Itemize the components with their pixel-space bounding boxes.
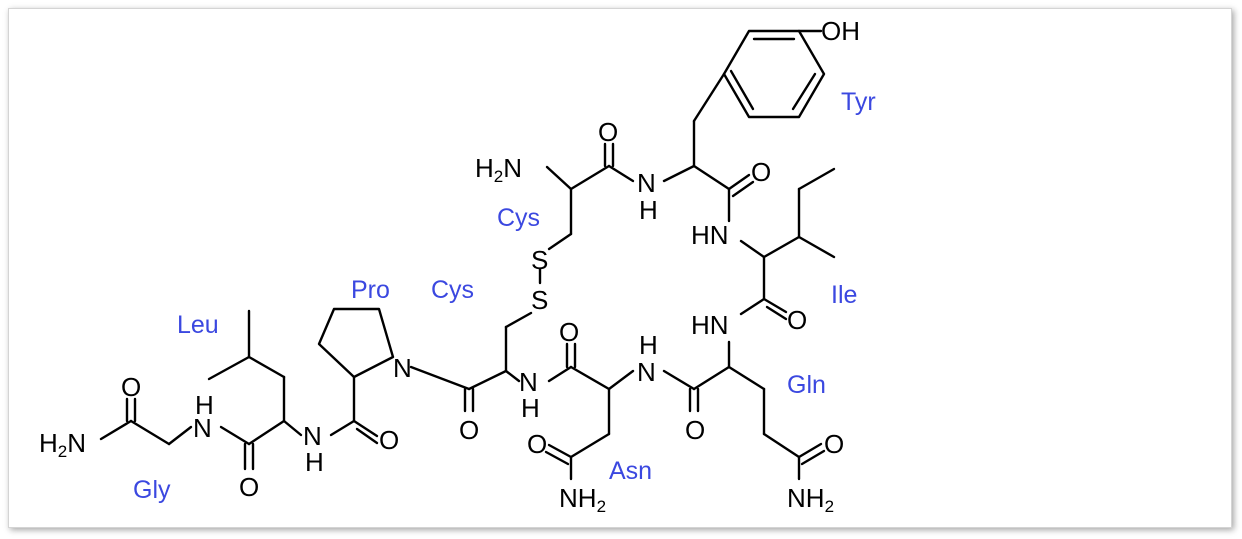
- atom-o-gln-bb: O: [685, 415, 705, 445]
- gly-co-n: [99, 419, 133, 441]
- gln-cd-o-2: [800, 449, 826, 466]
- ile-ca-cb: [762, 235, 801, 259]
- nh-leu-ca: [282, 419, 303, 437]
- atom-nh2-gln: NH2: [787, 483, 834, 516]
- nh-cys6-ca: [504, 369, 521, 383]
- atom-labels: OH H2N O N H O HN S S HN O O H N O H N N…: [39, 16, 860, 516]
- ca-cys1-co: [569, 164, 611, 191]
- nh-tyr-ca: [662, 164, 696, 183]
- atom-n-cys6-nh: N: [519, 367, 538, 397]
- residue-gly: Gly: [133, 476, 171, 504]
- ile-cg1-cd: [797, 167, 836, 191]
- atom-hn-ile: HN: [691, 220, 729, 250]
- atom-h-leu-nh: H: [305, 447, 324, 477]
- tyr-ring: [722, 29, 826, 119]
- atom-n-leu-nh: N: [303, 421, 322, 451]
- atom-h2n-gly: H2N: [39, 428, 86, 461]
- atom-o-gln-side: O: [824, 429, 844, 459]
- h2n-ca-cys1: [545, 165, 573, 191]
- leu-cg-cd2: [207, 355, 251, 381]
- ile-co-o: [762, 297, 788, 314]
- co-cys1-nh: [607, 164, 635, 183]
- leu-cb-cg: [247, 355, 286, 379]
- atom-o-leu: O: [239, 472, 259, 502]
- leu-ca-co: [247, 419, 286, 446]
- hn-ile-ca: [739, 239, 766, 259]
- diagram-frame: OH H2N O N H O HN S S HN O O H N O H N N…: [8, 8, 1232, 528]
- ile-co-hn: [739, 297, 766, 316]
- residue-pro: Pro: [351, 276, 390, 304]
- residue-cys1: Cys: [497, 204, 540, 232]
- asn-co-nh: [547, 365, 573, 383]
- pro-co-o-2: [355, 427, 379, 445]
- bonds: [99, 29, 836, 481]
- residue-asn: Asn: [609, 457, 652, 485]
- atom-o-asn-side: O: [559, 317, 579, 347]
- gln-co-nh: [662, 369, 696, 391]
- atom-o-gly: O: [121, 372, 141, 402]
- atom-n-asn-nh: N: [637, 357, 656, 387]
- co-tyr-o-2: [731, 180, 755, 198]
- gln-ca-co: [692, 365, 731, 391]
- atom-s2: S: [531, 285, 548, 315]
- ca-tyr-co: [692, 164, 731, 191]
- atom-o-pro: O: [379, 425, 399, 455]
- gln-cd-o: [797, 442, 823, 459]
- pro-co-nh: [329, 419, 356, 437]
- atom-h-asn-nh: H: [639, 330, 658, 360]
- atom-o-tyr: O: [751, 157, 771, 187]
- asn-ca-co: [569, 365, 611, 391]
- tyr-ring-double-3: [729, 69, 755, 111]
- atom-h-tyr: H: [639, 195, 658, 225]
- residue-tyr: Tyr: [841, 88, 876, 116]
- atom-o-cys1: O: [598, 117, 618, 147]
- nh-gly-ca: [167, 425, 193, 446]
- co-tyr-o: [727, 173, 751, 191]
- atom-h2n-top: H2N: [475, 153, 522, 186]
- pro-co-o: [352, 419, 379, 438]
- nh-asn-ca: [607, 369, 635, 391]
- pro-ring: [317, 307, 395, 379]
- atom-s1: S: [531, 245, 548, 275]
- tyr-ring-double-2: [791, 72, 817, 111]
- cys1-cb-s: [547, 232, 573, 251]
- atom-n-tyr: N: [637, 168, 656, 198]
- residue-cys6: Cys: [431, 276, 474, 304]
- asn-cg-o: [547, 443, 573, 459]
- atom-o-asn-bb: O: [527, 429, 547, 459]
- atom-o-cys6: O: [459, 415, 479, 445]
- atom-o-ile: O: [787, 305, 807, 335]
- cys6-co-npro: [409, 365, 471, 391]
- leu-co-nh: [219, 425, 251, 446]
- ile-co-o-2: [765, 305, 788, 321]
- residue-labels: Tyr Cys Ile Pro Cys Leu Gln Asn Gly: [133, 88, 876, 504]
- cys6-s-cb: [504, 311, 533, 329]
- atom-h-gly-nh: H: [195, 390, 214, 420]
- atom-hn-gln: HN: [691, 310, 729, 340]
- ile-cb-cg2: [797, 235, 836, 259]
- asn-cg-o-2: [544, 450, 570, 466]
- atom-n-gly-nh: N: [193, 413, 212, 443]
- atom-h-cys6-nh: H: [521, 393, 540, 423]
- cys6-ca-co: [467, 369, 508, 391]
- gly-ca-co: [129, 419, 171, 446]
- oxytocin-structure: OH H2N O N H O HN S S HN O O H N O H N N…: [39, 16, 876, 516]
- residue-ile: Ile: [831, 281, 857, 309]
- gln-ca-cb: [727, 365, 766, 391]
- atom-oh: OH: [821, 16, 860, 46]
- residue-gln: Gln: [787, 371, 826, 399]
- residue-leu: Leu: [177, 311, 219, 339]
- atom-nh2-asn: NH2: [559, 483, 606, 516]
- atom-n-pro: N: [393, 353, 412, 383]
- asn-cb-cg: [569, 432, 611, 459]
- tyr-ring-ch2: [692, 72, 726, 123]
- gln-cg-cd: [762, 432, 801, 459]
